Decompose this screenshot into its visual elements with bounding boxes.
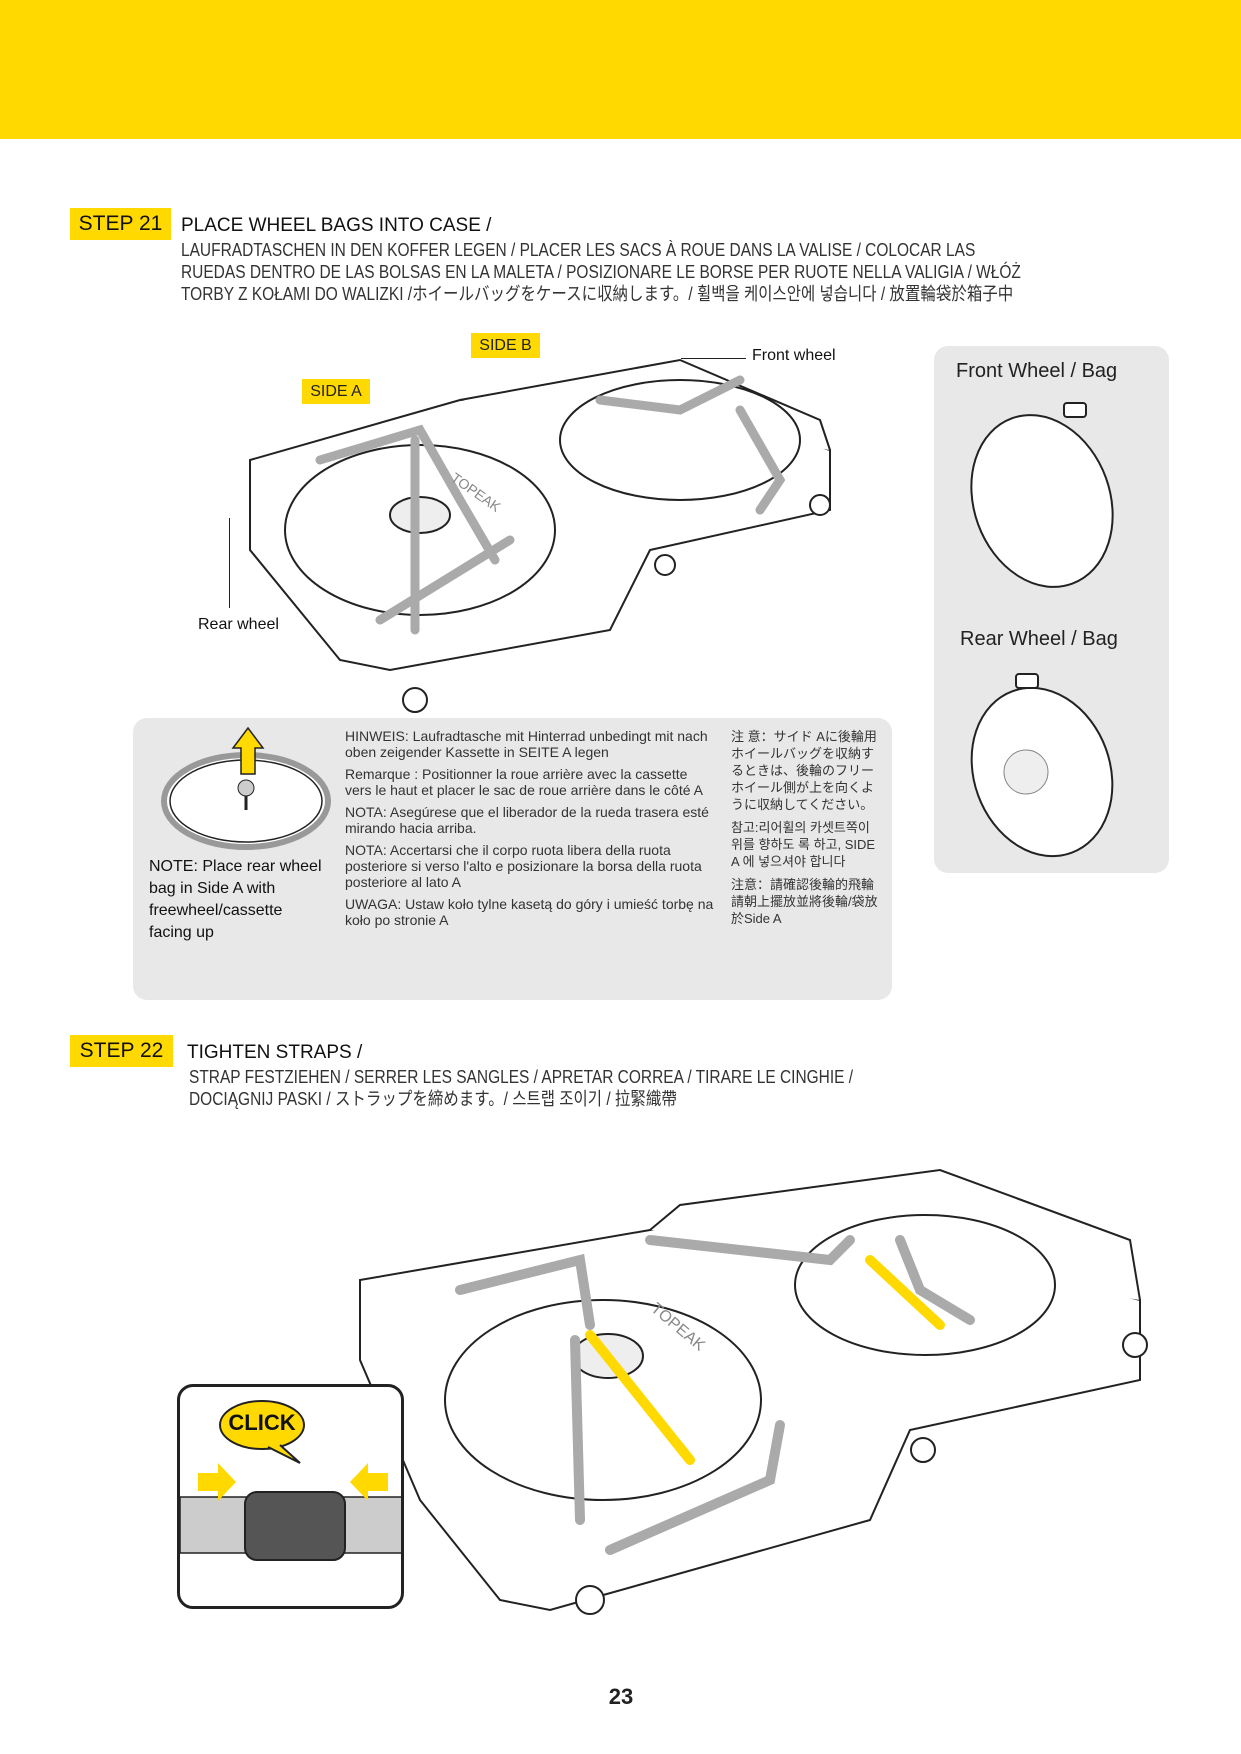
side-a-label: SIDE A [302,379,370,404]
wheel-bags-panel: Front Wheel / Bag Rear Wheel / Bag [934,346,1169,873]
rear-wheel-label: Rear wheel [198,616,279,633]
note-es: NOTA: Asegúrese que el liberador de la r… [345,804,709,836]
subtitle-line: LAUFRADTASCHEN IN DEN KOFFER LEGEN / PLA… [181,240,976,260]
front-bag-title: Front Wheel / Bag [956,360,1118,382]
rear-bag-image [970,673,1114,858]
note-translations: HINWEIS: Laufradtasche mit Hinterrad unb… [345,728,715,934]
front-wheel-leader [681,358,746,359]
front-bag-image [970,402,1114,588]
note-cjk: 注 意：サイド Aに後輪用ホイールバッグを収納するときは、後輪のフリーホイール側… [731,728,881,927]
left-arrow-icon [350,1463,388,1501]
subtitle-line: DOCIĄGNIJ PASKI / ストラップを締めます。/ 스트랩 조이기 /… [189,1089,677,1109]
note-ja: 注 意：サイド Aに後輪用ホイールバッグを収納するときは、後輪のフリーホイール側… [731,729,877,812]
subtitle-line: TORBY Z KOŁAMI DO WALIZKI /ホイールバッグをケースに収… [181,284,1014,304]
click-label: CLICK [228,1410,296,1435]
buckle-inset: CLICK [177,1384,404,1609]
step-21-badge: STEP 21 [70,208,171,240]
header-bar [0,0,1241,139]
case-illustration-step21: TOPEAK [249,358,831,713]
step-22-badge: STEP 22 [70,1035,173,1067]
subtitle-line: STRAP FESTZIEHEN / SERRER LES SANGLES / … [189,1067,854,1087]
note-ko: 참고:리어휠의 카셋트쪽이 위를 향하도 록 하고, SIDE A 에 넣으셔야… [731,820,876,869]
note-it: NOTA: Accertarsi che il corpo ruota libe… [345,842,702,890]
buckle-click-image [180,1400,401,1561]
note-zh: 注意：請確認後輪的飛輪請朝上擺放並將後輪/袋放於Side A [731,877,878,926]
rear-bag-title: Rear Wheel / Bag [960,628,1118,650]
right-arrow-icon [198,1463,236,1501]
up-arrow-icon [231,726,265,775]
page-number: 23 [608,1684,634,1709]
rear-wheel-leader [229,518,230,608]
step-22-subtitle: STRAP FESTZIEHEN / SERRER LES SANGLES / … [189,1066,853,1110]
note-english: NOTE: Place rear wheel bag in Side A wit… [149,858,322,941]
front-wheel-label: Front wheel [752,347,836,364]
note-pl: UWAGA: Ustaw koło tylne kasetą do góry i… [345,896,714,928]
note-fr: Remarque : Positionner la roue arrière a… [345,766,703,798]
rear-wheel-cassette-icon [161,726,331,850]
subtitle-line: RUEDAS DENTRO DE LAS BOLSAS EN LA MALETA… [181,262,1021,282]
step-21-subtitle: LAUFRADTASCHEN IN DEN KOFFER LEGEN / PLA… [181,239,1021,305]
case-illustration-step22: TOPEAK [359,1168,1148,1615]
side-b-label: SIDE B [471,333,540,358]
step-21-title: PLACE WHEEL BAGS INTO CASE / [181,215,492,236]
step-22-title: TIGHTEN STRAPS / [187,1042,363,1063]
note-panel: NOTE: Place rear wheel bag in Side A wit… [133,718,892,1000]
note-de: HINWEIS: Laufradtasche mit Hinterrad unb… [345,728,708,760]
